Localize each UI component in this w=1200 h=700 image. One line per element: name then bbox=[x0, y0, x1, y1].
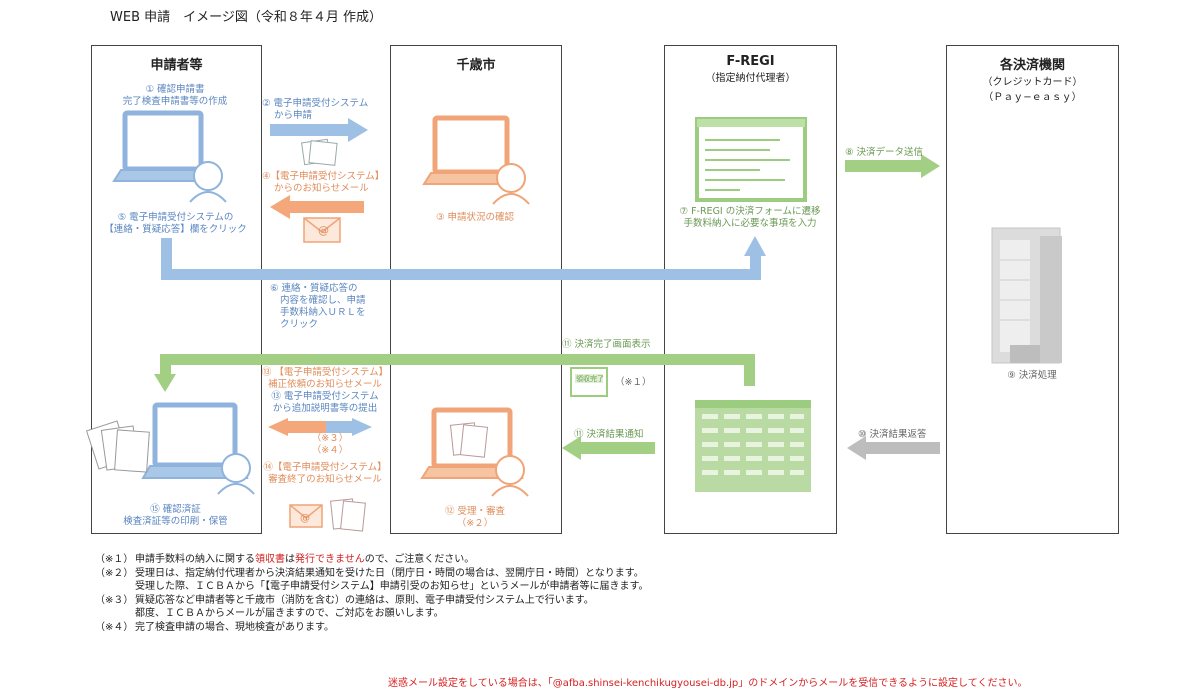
footer-warning: 迷惑メール設定をしている場合は、「@afba.shinsei-kenchikug… bbox=[388, 678, 1028, 689]
arrow-step-13 bbox=[268, 418, 372, 436]
note-3: （※３） 質疑応答など申請者等と千歳市（消防を含む）の連絡は、原則、電子申請受付… bbox=[95, 594, 594, 620]
step-12-label: ⑫ 受理・審査 （※２） bbox=[444, 506, 506, 529]
arrow-step-8 bbox=[845, 154, 940, 178]
arrow-step-5-7 bbox=[161, 236, 766, 280]
page-title: WEB 申請 イメージ図（令和８年４月 作成） bbox=[110, 10, 382, 25]
note-2: （※２） 受理日は、指定納付代理者から決済結果通知を受けた日（閉庁日・時間の場合… bbox=[95, 567, 649, 593]
lane-fregi-sub: （指定納付代理者） bbox=[705, 73, 796, 84]
documents-icon bbox=[449, 422, 489, 458]
step-9-label: ⑨ 決済処理 bbox=[1007, 370, 1057, 381]
step-15-label: ⑮ 確認済証 検査済証等の印刷・保管 bbox=[123, 504, 228, 527]
user-icon bbox=[491, 455, 529, 497]
lane-city-title: 千歳市 bbox=[456, 58, 496, 73]
laptop-icon bbox=[422, 115, 520, 185]
step-13-label: ⑬ 【電子申請受付システム】 補正依頼のお知らせメール ⑬ 電子申請受付システム… bbox=[261, 367, 389, 414]
note-ref-1: （※１） bbox=[615, 377, 652, 388]
note-4: （※４） 完了検査申請の場合、現地検査があります。 bbox=[95, 621, 334, 633]
user-icon bbox=[492, 163, 530, 205]
step-11b-label: ⑪ 決済結果通知 bbox=[574, 429, 644, 440]
step-1-label: ① 確認申請書 完了検査申請書等の作成 bbox=[122, 84, 228, 107]
lane-settlement-sub2: （Ｐａｙ−ｅａｓｙ） bbox=[983, 92, 1082, 103]
user-icon bbox=[189, 161, 227, 203]
step-14-label: ⑭【電子申請受付システム】 審査終了のお知らせメール bbox=[263, 462, 387, 485]
laptop-icon bbox=[112, 110, 214, 182]
lane-applicant-title: 申請者等 bbox=[150, 58, 203, 73]
arrow-step-4 bbox=[270, 195, 364, 219]
step-5-label: ⑤ 電子申請受付システムの 【連絡・質疑応答】欄をクリック bbox=[104, 212, 247, 235]
arrow-step-2 bbox=[270, 118, 368, 142]
documents-icon bbox=[330, 498, 366, 532]
receipt-label: 領収完了 bbox=[576, 374, 604, 383]
svg-text:@: @ bbox=[300, 513, 310, 524]
arrow-step-11b bbox=[562, 436, 655, 460]
step-11a-label: ⑪ 決済完了画面表示 bbox=[562, 339, 651, 350]
note-1: （※１） 申請手数料の納入に関する領収書は発行できませんので、ご注意ください。 bbox=[95, 554, 475, 565]
lane-settlement-title: 各決済機関 bbox=[999, 58, 1065, 73]
building-icon bbox=[991, 227, 1062, 364]
laptop-icon bbox=[141, 402, 249, 479]
arrow-step-11a bbox=[154, 354, 755, 392]
step-4-label: ④【電子申請受付システム】 からのお知らせメール bbox=[262, 171, 385, 194]
server-icon bbox=[695, 400, 811, 492]
step-7-label: ⑦ F-REGI の決済フォームに遷移 手数料納入に必要な事項を入力 bbox=[679, 206, 821, 229]
lane-settlement-sub1: （クレジットカード） bbox=[982, 77, 1083, 88]
step-3-label: ③ 申請状況の確認 bbox=[435, 212, 515, 223]
step-10-label: ⑩ 決済結果返答 bbox=[858, 429, 927, 440]
step-2-label: ② 電子申請受付システム から申請 bbox=[262, 98, 369, 121]
arrow-step-10 bbox=[847, 436, 940, 460]
notes-section: （※１） 申請手数料の納入に関する領収書は発行できませんので、ご注意ください。 … bbox=[95, 553, 649, 635]
mail-icon: @ bbox=[303, 217, 341, 243]
mail-icon: @ bbox=[289, 504, 323, 528]
step-13-notes: （※３） （※４） bbox=[311, 433, 349, 456]
web-form-icon bbox=[695, 117, 807, 202]
step-6-label: ⑥ 連絡・質疑応答の 内容を確認し、申請 手数料納入ＵＲＬを クリック bbox=[270, 283, 366, 330]
documents-icon bbox=[301, 138, 338, 166]
svg-text:@: @ bbox=[318, 224, 329, 237]
documents-icon bbox=[85, 420, 150, 473]
receipt-icon: 領収完了 bbox=[570, 367, 608, 397]
step-8-label: ⑧ 決済データ送信 bbox=[845, 147, 924, 158]
user-icon bbox=[217, 453, 255, 495]
lane-fregi-title: F-REGI bbox=[726, 54, 775, 69]
